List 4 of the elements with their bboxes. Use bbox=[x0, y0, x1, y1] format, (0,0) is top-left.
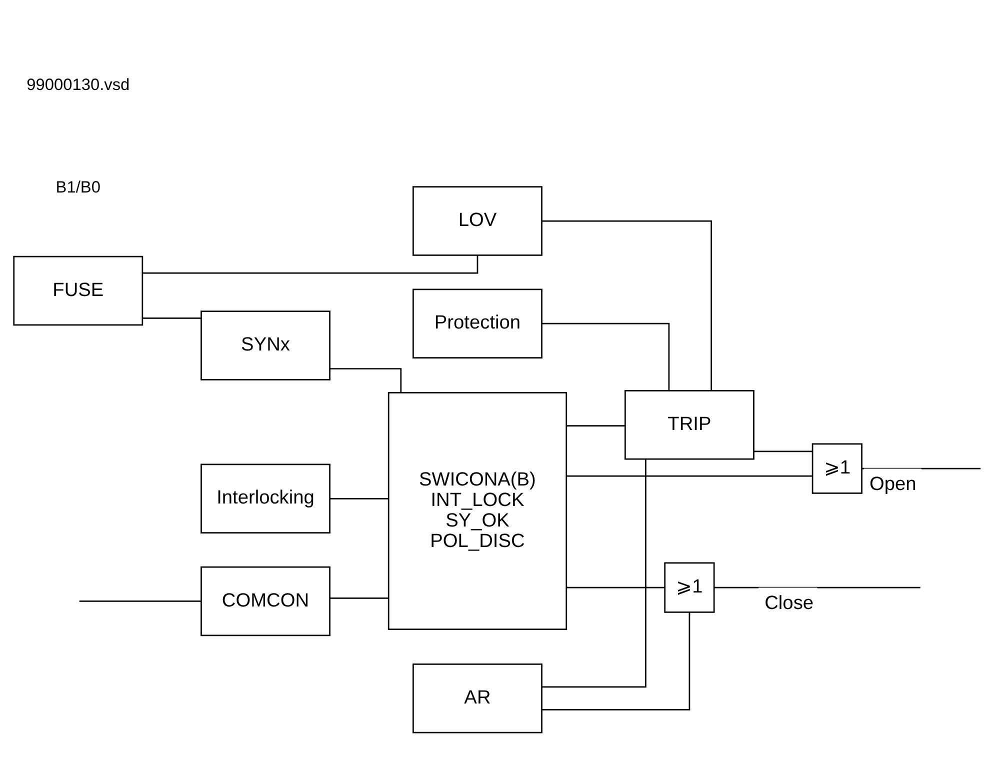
label: 99000130.vsd bbox=[26, 76, 130, 94]
edge-label: Close bbox=[764, 593, 814, 614]
edge-label: Open bbox=[869, 474, 916, 496]
label: B1/B0 bbox=[56, 178, 100, 196]
